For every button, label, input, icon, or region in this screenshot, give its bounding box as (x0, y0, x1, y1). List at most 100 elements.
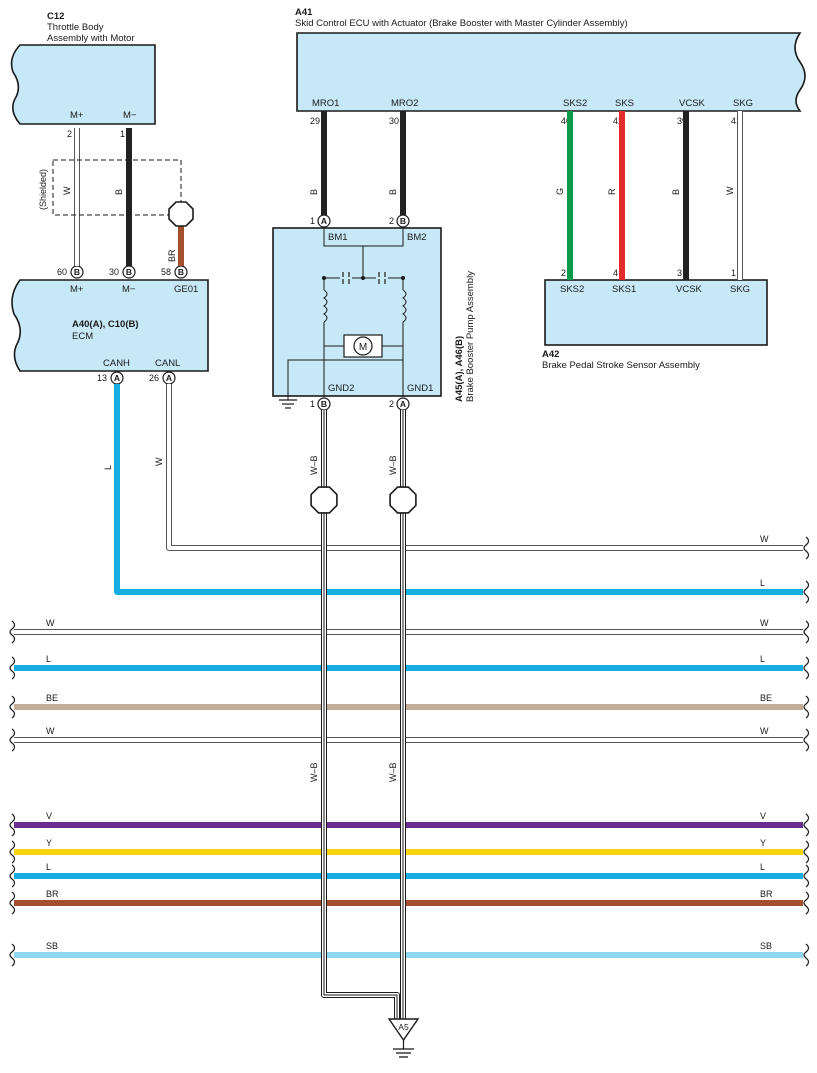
a42-pin-label-sks1: SKS1 (612, 284, 636, 295)
ecm-body (11, 279, 209, 372)
bus-wire-9-left-label: L (46, 862, 51, 872)
shield-box (52, 159, 182, 216)
skg-wire-label: W (725, 186, 735, 195)
svg-text:A: A (400, 399, 406, 409)
pump-internal-circuit: M (287, 229, 407, 397)
canh-wire-label: L (103, 465, 113, 470)
c12-pin-2: 2 (67, 129, 72, 139)
pump-bottom-pin-num-1: 1 (310, 399, 315, 409)
svg-text:A: A (114, 373, 120, 383)
pump-pin-label-gnd2: GND2 (328, 383, 354, 394)
a41-pin-num-41: 41 (731, 116, 741, 126)
ecm-id: A40(A), C10(B) (72, 319, 139, 330)
a41-pin-label-skg: SKG (733, 98, 753, 109)
a42-pin-label-vcsk: VCSK (676, 284, 703, 295)
ground-a5[interactable]: A5 (387, 1018, 420, 1058)
ecm-pin-num-60: 60 (57, 267, 67, 277)
a41-pin-label-mro1: MRO1 (312, 98, 339, 109)
svg-text:A: A (321, 216, 327, 226)
bus-wire-9-right-label: L (760, 862, 765, 872)
a42-id: A42 (542, 349, 559, 360)
a41-pin-label-vcsk: VCSK (679, 98, 706, 109)
bus-wire-5-left-label: BE (46, 693, 58, 703)
sks-wire-label: R (607, 188, 617, 195)
pump-connector-bm2: B (396, 214, 410, 228)
c12-pin-label-mminus: M− (123, 110, 137, 121)
a41-body (296, 32, 806, 112)
a41-pin-label-sks: SKS (615, 98, 634, 109)
svg-text:B: B (126, 267, 132, 277)
ecm-pin-num-30: 30 (109, 267, 119, 277)
bus-wire-11-right-label: SB (760, 941, 772, 951)
svg-text:B: B (74, 267, 80, 277)
ecm-connector-58: B (174, 265, 188, 279)
bus-wire-10-right-label: BR (760, 889, 773, 899)
a41-pin-num-29: 29 (310, 116, 320, 126)
ge01-wire-label: BR (167, 249, 177, 262)
ecm-pin-label-canl: CANL (155, 358, 180, 369)
component-a41[interactable]: A41 Skid Control ECU with Actuator (Brak… (295, 7, 806, 126)
svg-text:B: B (400, 216, 406, 226)
a41-pin-label-sks2: SKS2 (563, 98, 587, 109)
component-pump[interactable]: A45(A), A46(B) Brake Booster Pump Assemb… (272, 214, 476, 411)
ecm-connector-30: B (122, 265, 136, 279)
pump-bottom-pin-num-2: 2 (389, 399, 394, 409)
a41-pin-num-30: 30 (389, 116, 399, 126)
a41-pin-num-39: 39 (677, 116, 687, 126)
ecm-pin-num-58: 58 (161, 267, 171, 277)
ecm-pin-label-ge01: GE01 (174, 284, 198, 295)
ecm-connector-13: A (110, 371, 124, 385)
c12-id: C12 (47, 11, 64, 22)
svg-text:A: A (166, 373, 172, 383)
ecm-pin-label-canh: CANH (103, 358, 130, 369)
shielded-label: (Shielded) (38, 169, 48, 210)
ecm-pin-label-m+: M+ (70, 284, 84, 295)
ecm-pin-num-13: 13 (97, 373, 107, 383)
a42-pin-num-4: 4 (613, 268, 618, 278)
ecm-pin-num-26: 26 (149, 373, 159, 383)
a42-pin-num-3: 3 (677, 268, 682, 278)
gnd1-splice[interactable] (389, 486, 417, 514)
a42-pin-label-sks2: SKS2 (560, 284, 584, 295)
svg-text:B: B (321, 399, 327, 409)
a41-id: A41 (295, 7, 313, 18)
pump-connector-bm1: A (317, 214, 331, 228)
a41-pin-num-40: 40 (561, 116, 571, 126)
pump-ground-icon (279, 388, 297, 409)
pump-id: A45(A), A46(B) (454, 336, 465, 402)
gnd2-wire-label: W–B (309, 455, 319, 475)
bus-wire-6-left-label: W (46, 726, 55, 736)
bus-wire-2-right-label: L (760, 578, 765, 588)
bus-wire-4-right-label: L (760, 654, 765, 664)
canl-wire-label: W (154, 457, 164, 466)
gnd1-wire-label-lower: W–B (388, 762, 398, 782)
bus-wire-8-left-label: Y (46, 838, 52, 848)
pump-top-pin-num-2: 2 (389, 216, 394, 226)
c12-name-line2: Assembly with Motor (47, 33, 135, 44)
bus-wire-4-left-label: L (46, 654, 51, 664)
bus-wire-1-w[interactable] (166, 384, 803, 551)
bus-wire-11-left-label: SB (46, 941, 58, 951)
splice-layer (168, 201, 417, 514)
c12-b-wire-label: B (114, 189, 124, 195)
gnd2-wire[interactable] (321, 410, 400, 1019)
bus-wire-2-l[interactable] (114, 384, 803, 595)
pump-body (272, 227, 442, 397)
shield-ground-splice[interactable] (168, 201, 194, 227)
bus-wire-3-right-label: W (760, 618, 769, 628)
component-c12[interactable]: C12 Throttle Body Assembly with Motor M+… (10, 11, 156, 139)
c12-w-wire-label: W (62, 186, 72, 195)
a42-name: Brake Pedal Stroke Sensor Assembly (542, 360, 700, 371)
sks2-wire-label: G (555, 188, 565, 195)
motor-label: M (359, 342, 367, 353)
bus-wire-3-left-label: W (46, 618, 55, 628)
pump-label-group: A45(A), A46(B) Brake Booster Pump Assemb… (454, 271, 476, 402)
bus-wire-5-right-label: BE (760, 693, 772, 703)
component-a42[interactable]: A42 Brake Pedal Stroke Sensor Assembly 2… (542, 268, 768, 371)
a41-name: Skid Control ECU with Actuator (Brake Bo… (295, 18, 628, 29)
gnd2-splice[interactable] (310, 486, 338, 514)
